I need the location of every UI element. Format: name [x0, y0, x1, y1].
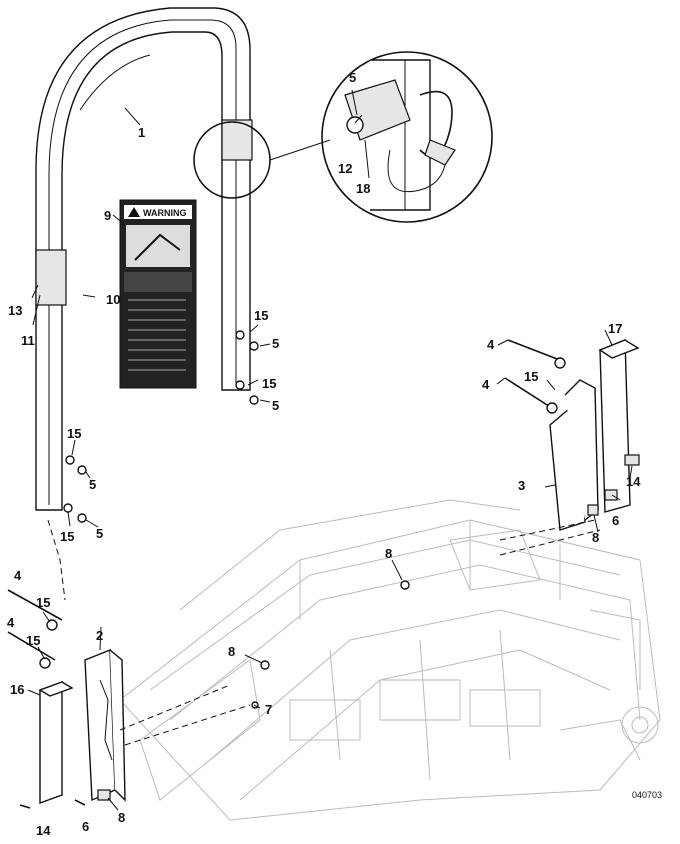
rollbar-hoop — [35, 7, 253, 511]
leader-lines — [27, 89, 633, 811]
callout-12: 12 — [338, 161, 352, 176]
callout-5-left-upper: 5 — [89, 477, 96, 492]
callout-5-left-lower: 5 — [96, 526, 103, 541]
callout-8-center: 8 — [385, 546, 392, 561]
callout-8-right: 8 — [592, 530, 599, 545]
warning-decal: WARNING — [119, 199, 197, 389]
callout-15-left-lower: 15 — [60, 529, 74, 544]
left-mount-assembly — [7, 589, 126, 809]
callout-5-detail: 5 — [349, 70, 356, 85]
callout-2: 2 — [96, 628, 103, 643]
callout-8-frame: 8 — [228, 644, 235, 659]
callout-4-left-lower: 4 — [7, 615, 15, 630]
callout-15-right: 15 — [524, 369, 538, 384]
callout-13: 13 — [8, 303, 22, 318]
callout-labels: 1 2 3 4 4 4 4 5 5 5 5 5 6 6 7 8 8 8 8 9 … — [7, 70, 641, 838]
callout-15-hoop-lower: 15 — [262, 376, 276, 391]
warning-decal-header: WARNING — [143, 208, 187, 218]
callout-5-hoop-upper: 5 — [272, 336, 279, 351]
callout-14-left: 14 — [36, 823, 51, 838]
callout-14-right: 14 — [626, 474, 641, 489]
callout-16: 16 — [10, 682, 24, 697]
callout-15-hoop-upper: 15 — [254, 308, 268, 323]
callout-5-hoop-lower: 5 — [272, 398, 279, 413]
pin-detail-magnified — [321, 51, 493, 223]
callout-6-right: 6 — [612, 513, 619, 528]
callout-1: 1 — [138, 125, 145, 140]
callout-3: 3 — [518, 478, 525, 493]
drawing-number: 040703 — [632, 790, 662, 800]
callout-6-left: 6 — [82, 819, 89, 834]
callout-18: 18 — [356, 181, 370, 196]
callout-7: 7 — [265, 702, 272, 717]
alignment-lines — [47, 519, 601, 746]
callout-9: 9 — [104, 208, 111, 223]
mower-frame — [119, 499, 661, 821]
callout-15-left-upper: 15 — [67, 426, 81, 441]
callout-11: 11 — [21, 333, 35, 348]
callout-4-left-upper: 4 — [14, 568, 22, 583]
callout-15-bracket-upper: 15 — [36, 595, 50, 610]
callout-17: 17 — [608, 321, 622, 336]
callout-10: 10 — [106, 292, 120, 307]
callout-15-bracket-lower: 15 — [26, 633, 40, 648]
callout-8-left: 8 — [118, 810, 125, 825]
hoop-hardware — [63, 330, 410, 709]
callout-4-right-lower: 4 — [482, 377, 490, 392]
callout-4-right-upper: 4 — [487, 337, 495, 352]
right-mount-assembly — [504, 338, 640, 531]
